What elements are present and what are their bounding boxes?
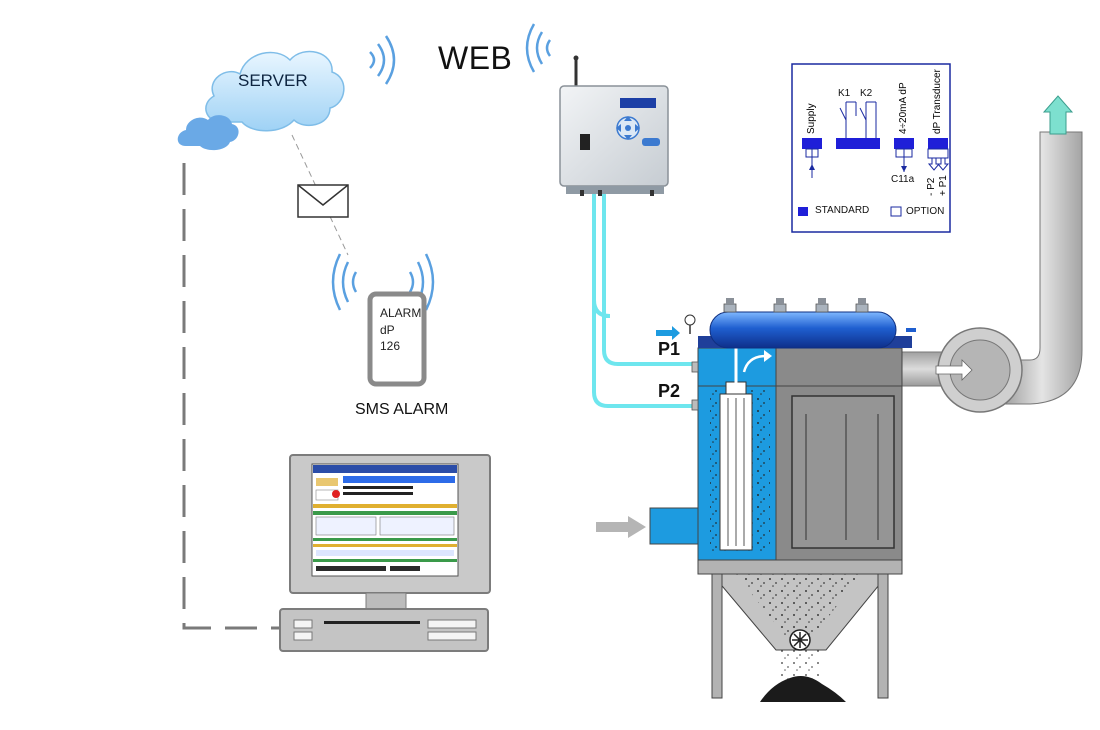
server-to-phone-link [291, 134, 349, 256]
p1-port-label: + P1 [938, 175, 949, 196]
dust-inlet [596, 507, 699, 545]
network-dashed-link [182, 163, 280, 630]
terminal-dp-transducer-label: dP Transducer [932, 69, 943, 134]
terminal-4-20ma-label: 4÷20mA dP [898, 82, 909, 134]
wiring-diagram [791, 63, 951, 233]
hopper [697, 559, 903, 702]
email-icon [297, 184, 349, 218]
phone-line-dp: dP [380, 323, 395, 337]
terminal-k2-label: K2 [860, 88, 873, 99]
filter-housing [691, 334, 903, 561]
legend-standard-label: STANDARD [815, 205, 870, 216]
p2-label: P2 [658, 381, 681, 401]
c11a-label: C11a [891, 174, 915, 185]
controller-unit [559, 55, 669, 196]
phone-line-value: 126 [380, 339, 401, 353]
p1-label: P1 [658, 339, 681, 359]
server-cloud-icon [177, 50, 345, 151]
compressed-air-tank [656, 298, 916, 349]
wireless-waves-icon-phone-left [331, 253, 358, 311]
terminal-k1-label: K1 [838, 88, 851, 99]
phone-line-alarm: ALARM [380, 306, 422, 320]
wireless-waves-icon-controller [525, 23, 552, 73]
sms-alarm-label: SMS ALARM [355, 401, 449, 418]
server-label: SERVER [238, 71, 308, 90]
computer-icon [279, 454, 491, 652]
p2-port-label: - P2 [926, 177, 937, 196]
legend-option-label: OPTION [906, 206, 945, 217]
exhaust-duct [901, 95, 1083, 413]
pressure-tubes [592, 194, 700, 408]
wireless-waves-icon-server [369, 35, 396, 85]
web-label: WEB [438, 40, 513, 76]
terminal-supply-label: Supply [806, 103, 817, 134]
phone-icon [367, 291, 427, 387]
